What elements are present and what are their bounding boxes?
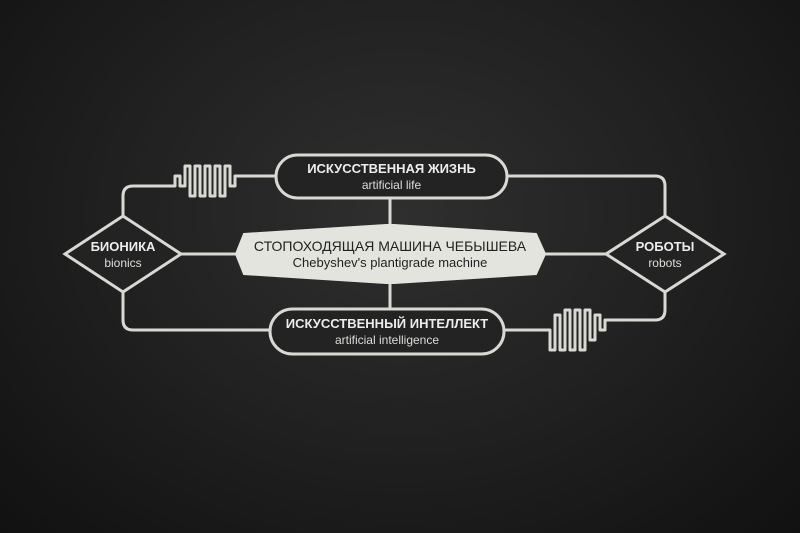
bionics-title: БИОНИКА bbox=[91, 239, 156, 254]
node-bionics: БИОНИКА bionics bbox=[62, 214, 184, 294]
chebyshev-machine-plate bbox=[234, 224, 547, 284]
connector-artificial-intelligence-to-robots bbox=[502, 290, 667, 352]
bionics-subtitle: bionics bbox=[104, 256, 141, 270]
node-robots: РОБОТЫ robots bbox=[603, 214, 727, 294]
connector-artificial-life-to-robots bbox=[505, 174, 667, 218]
artificial-life-title: ИСКУССТВЕННАЯ ЖИЗНЬ bbox=[307, 161, 476, 176]
chebyshev-machine-subtitle: Chebyshev's plantigrade machine bbox=[293, 255, 488, 270]
node-artificial-life: ИСКУССТВЕННАЯ ЖИЗНЬ artificial life bbox=[274, 153, 509, 200]
robots-subtitle: robots bbox=[648, 256, 681, 270]
robots-title: РОБОТЫ bbox=[636, 239, 695, 254]
connector-lines bbox=[121, 164, 667, 352]
artificial-life-pill bbox=[274, 153, 509, 200]
chebyshev-machine-title: СТОПОХОДЯЩАЯ МАШИНА ЧЕБЫШЕВА bbox=[254, 238, 527, 254]
artificial-intelligence-subtitle: artificial intelligence bbox=[335, 333, 439, 347]
node-artificial-intelligence: ИСКУССТВЕННЫЙ ИНТЕЛЛЕКТ artificial intel… bbox=[268, 307, 506, 356]
connector-bionics-to-artificial-life bbox=[121, 164, 278, 218]
connector-bionics-to-artificial-intelligence bbox=[121, 290, 272, 332]
bionics-diamond bbox=[62, 214, 184, 294]
node-chebyshev-machine: СТОПОХОДЯЩАЯ МАШИНА ЧЕБЫШЕВА Chebyshev's… bbox=[234, 224, 547, 284]
robots-diamond bbox=[603, 214, 727, 294]
artificial-intelligence-pill bbox=[268, 307, 506, 356]
artificial-intelligence-title: ИСКУССТВЕННЫЙ ИНТЕЛЛЕКТ bbox=[286, 316, 489, 331]
artificial-life-subtitle: artificial life bbox=[362, 178, 422, 192]
